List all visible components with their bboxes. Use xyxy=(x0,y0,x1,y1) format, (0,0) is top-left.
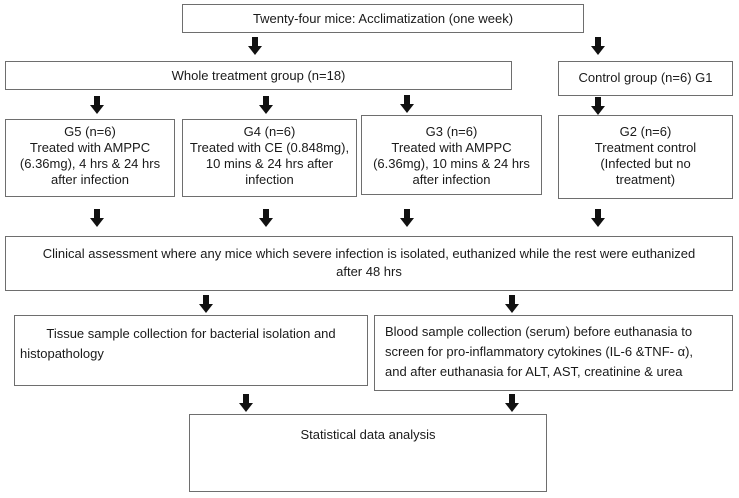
blood-sample-box: Blood sample collection (serum) before e… xyxy=(374,315,733,391)
down-arrow-icon xyxy=(259,96,273,114)
statistical-analysis-label: Statistical data analysis xyxy=(300,427,436,442)
g2-line2: Treatment control xyxy=(594,140,697,155)
down-arrow-icon xyxy=(400,95,414,113)
statistical-analysis-box: Statistical data analysis xyxy=(189,414,547,492)
down-arrow-icon xyxy=(239,394,253,412)
down-arrow-icon xyxy=(591,97,605,115)
control-group-label: Control group (n=6) G1 xyxy=(578,70,713,85)
down-arrow-icon xyxy=(199,295,213,313)
g2-line3: (Infected but no xyxy=(600,156,691,171)
blood-sample-line3: and after euthanasia for ALT, AST, creat… xyxy=(385,364,683,379)
g3-line3: (6.36mg), 10 mins & 24 hrs xyxy=(373,156,530,171)
down-arrow-icon xyxy=(591,37,605,55)
g3-title: G3 (n=6) xyxy=(425,124,478,139)
whole-treatment-group-box: Whole treatment group (n=18) xyxy=(5,61,512,90)
blood-sample-line2: screen for pro-inflammatory cytokines (I… xyxy=(385,344,694,359)
g4-title: G4 (n=6) xyxy=(243,124,296,139)
g3-line4: after infection xyxy=(412,172,491,187)
tissue-sample-line1: Tissue sample collection for bacterial i… xyxy=(46,326,336,341)
down-arrow-icon xyxy=(259,209,273,227)
down-arrow-icon xyxy=(505,295,519,313)
clinical-assessment-line1: Clinical assessment where any mice which… xyxy=(42,246,696,261)
g2-box: G2 (n=6) Treatment control (Infected but… xyxy=(558,115,733,199)
g5-line4: after infection xyxy=(50,172,130,187)
g4-line4: infection xyxy=(245,172,294,187)
g5-title: G5 (n=6) xyxy=(64,124,116,139)
down-arrow-icon xyxy=(400,209,414,227)
g5-line3: (6.36mg), 4 hrs & 24 hrs xyxy=(19,156,161,171)
acclimatization-label: Twenty-four mice: Acclimatization (one w… xyxy=(252,11,514,26)
down-arrow-icon xyxy=(90,96,104,114)
blood-sample-line1: Blood sample collection (serum) before e… xyxy=(385,324,693,339)
g4-box: G4 (n=6) Treated with CE (0.848mg), 10 m… xyxy=(182,119,357,197)
g3-line2: Treated with AMPPC xyxy=(391,140,512,155)
g4-line2: Treated with CE (0.848mg), xyxy=(189,140,350,155)
control-group-box: Control group (n=6) G1 xyxy=(558,61,733,96)
down-arrow-icon xyxy=(90,209,104,227)
g3-box: G3 (n=6) Treated with AMPPC (6.36mg), 10… xyxy=(361,115,542,195)
down-arrow-icon xyxy=(248,37,262,55)
tissue-sample-box: Tissue sample collection for bacterial i… xyxy=(14,315,368,386)
g2-line4: treatment) xyxy=(615,172,676,187)
clinical-assessment-box: Clinical assessment where any mice which… xyxy=(5,236,733,291)
g5-line2: Treated with AMPPC xyxy=(29,140,151,155)
g4-line3: 10 mins & 24 hrs after xyxy=(205,156,334,171)
down-arrow-icon xyxy=(591,209,605,227)
g2-title: G2 (n=6) xyxy=(619,124,672,139)
clinical-assessment-line2: after 48 hrs xyxy=(336,264,402,279)
whole-treatment-group-label: Whole treatment group (n=18) xyxy=(171,68,346,83)
down-arrow-icon xyxy=(505,394,519,412)
acclimatization-box: Twenty-four mice: Acclimatization (one w… xyxy=(182,4,584,33)
tissue-sample-line2: histopathology xyxy=(20,346,104,361)
g5-box: G5 (n=6) Treated with AMPPC (6.36mg), 4 … xyxy=(5,119,175,197)
